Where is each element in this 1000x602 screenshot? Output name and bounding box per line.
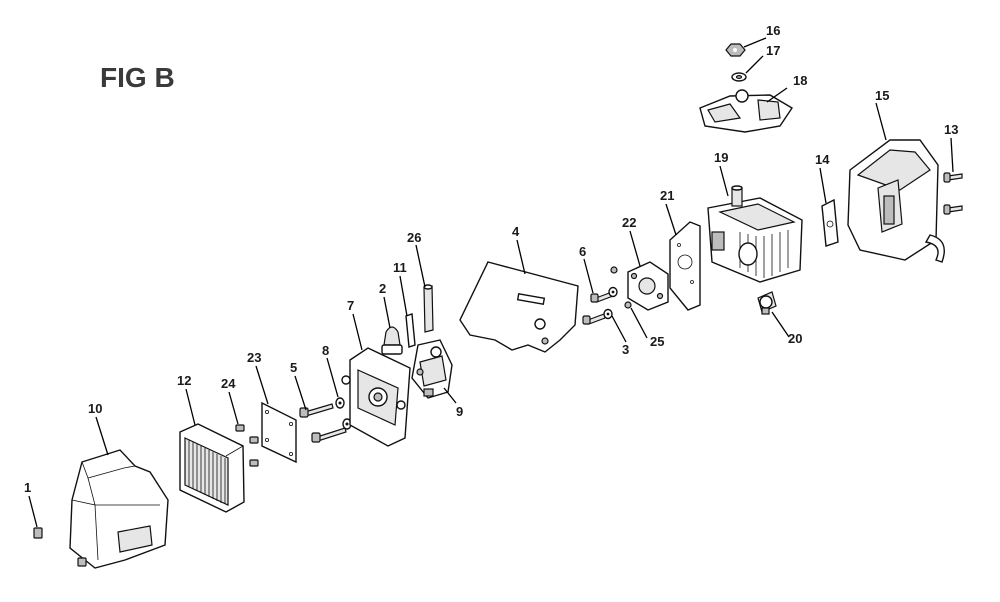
part-screws-13[interactable] [943, 172, 963, 215]
part-washers-3[interactable] [603, 286, 618, 320]
callout-1: 1 [24, 480, 31, 495]
part-engine-cylinder[interactable] [707, 185, 803, 283]
callout-11: 11 [393, 260, 407, 275]
part-nut-16[interactable] [725, 43, 746, 57]
callout-17: 17 [766, 43, 780, 58]
part-washers-8[interactable] [335, 397, 352, 430]
part-starter-housing[interactable] [699, 89, 793, 133]
callout-26: 26 [407, 230, 421, 245]
callout-22: 22 [622, 215, 636, 230]
part-fuel-line-26[interactable] [423, 284, 434, 333]
callout-14: 14 [815, 152, 830, 167]
callout-12: 12 [177, 373, 191, 388]
part-nuts-25[interactable] [610, 266, 632, 309]
part-carburetor-adapter[interactable] [341, 347, 411, 447]
callout-3: 3 [622, 342, 629, 357]
part-bolts-6[interactable] [582, 291, 614, 325]
part-primer-bulb[interactable] [381, 326, 403, 355]
part-air-filter-cover[interactable] [69, 449, 169, 569]
callout-25: 25 [650, 334, 664, 349]
callout-6: 6 [579, 244, 586, 259]
callout-16: 16 [766, 23, 780, 38]
callout-20: 20 [788, 331, 802, 346]
callout-8: 8 [322, 343, 329, 358]
part-heat-shield[interactable] [459, 261, 579, 353]
part-carburetor[interactable] [411, 339, 453, 399]
part-insulator[interactable] [627, 261, 669, 311]
callout-9: 9 [456, 404, 463, 419]
callout-4: 4 [512, 224, 520, 239]
part-screw-1[interactable] [33, 527, 87, 567]
part-fuel-line-11[interactable] [405, 313, 416, 348]
part-muffler-gasket[interactable] [821, 198, 839, 247]
part-muffler[interactable] [847, 139, 945, 263]
figure-title: FIG B [100, 62, 175, 93]
callout-13: 13 [944, 122, 958, 137]
callout-15: 15 [875, 88, 889, 103]
callout-18: 18 [793, 73, 807, 88]
callout-7: 7 [347, 298, 354, 313]
part-bolts-5[interactable] [299, 403, 347, 443]
part-spark-plug[interactable] [757, 291, 777, 315]
callout-23: 23 [247, 350, 261, 365]
callout-21: 21 [660, 188, 674, 203]
callout-19: 19 [714, 150, 728, 165]
part-gasket-21[interactable] [669, 221, 701, 311]
part-screws-24[interactable] [235, 424, 259, 467]
callout-10: 10 [88, 401, 102, 416]
part-air-filter[interactable] [179, 423, 245, 513]
callout-5: 5 [290, 360, 297, 375]
callout-2: 2 [379, 281, 386, 296]
part-washer-17[interactable] [731, 72, 747, 82]
leader-lines [28, 37, 954, 528]
part-gasket-23[interactable] [261, 401, 297, 464]
callout-24: 24 [221, 376, 236, 391]
callout-numbers: 1 2 3 4 5 6 7 8 9 10 11 12 13 14 15 16 1… [24, 23, 958, 495]
